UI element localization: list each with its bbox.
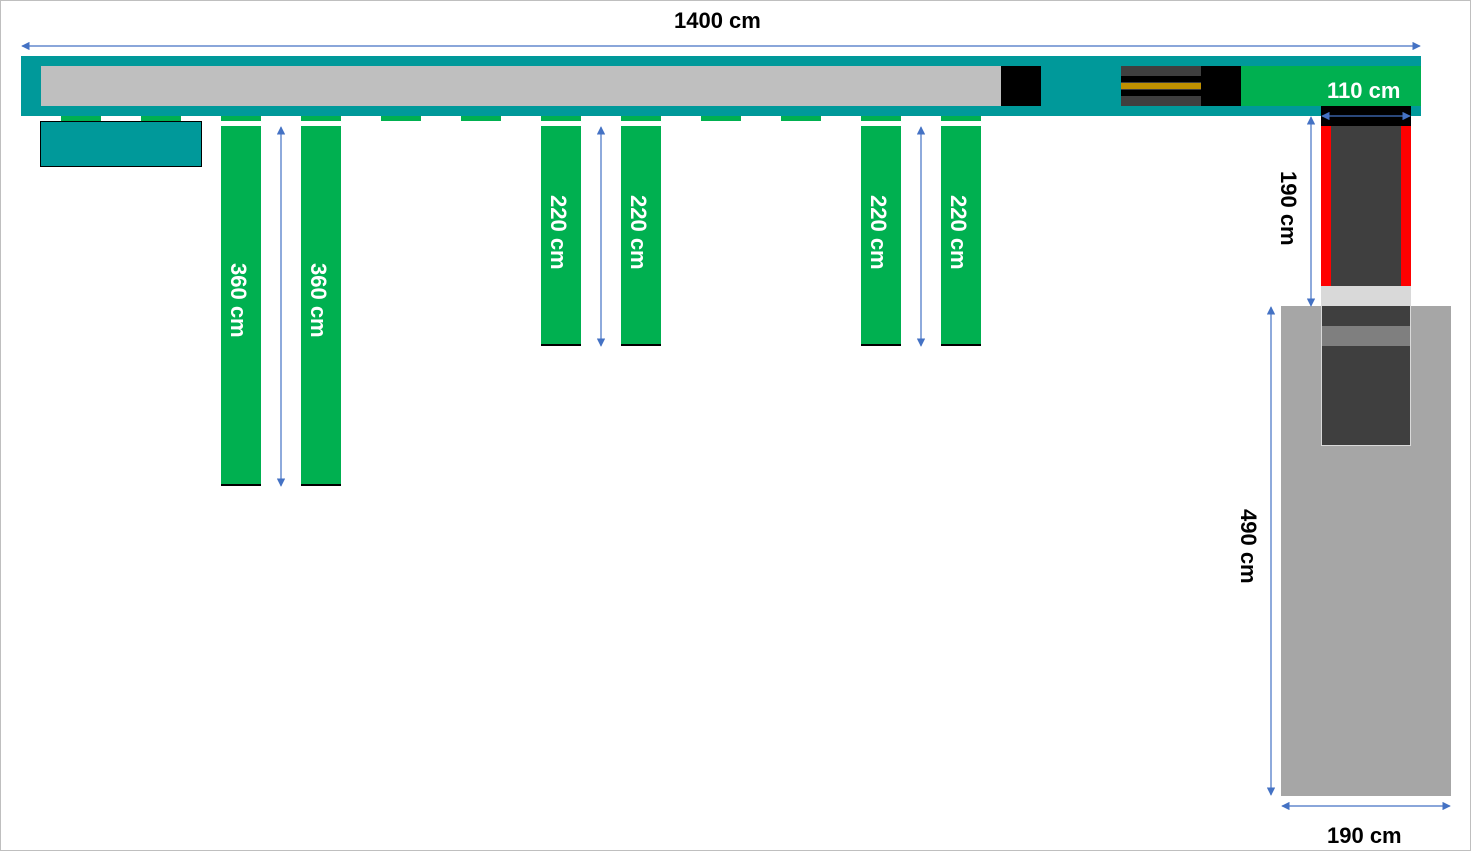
label-platform-length: 490 cm bbox=[1236, 509, 1261, 584]
roller-stripe-black-bottom bbox=[1121, 90, 1201, 96]
roller-stripe-black-top bbox=[1121, 76, 1201, 82]
tab bbox=[141, 116, 181, 121]
tab bbox=[701, 116, 741, 121]
lane-long-2 bbox=[301, 126, 341, 486]
ramp-light-band bbox=[1321, 286, 1411, 306]
ramp-dark-bottom bbox=[1321, 346, 1411, 446]
conveyor-black-block-2 bbox=[1201, 66, 1241, 106]
tab bbox=[781, 116, 821, 121]
tab bbox=[941, 116, 981, 121]
conveyor-black-block bbox=[1001, 66, 1041, 106]
conveyor-belt bbox=[41, 66, 1001, 106]
roller-stripe-gold bbox=[1121, 83, 1201, 89]
label-lane-right-1: 220 cm bbox=[866, 195, 891, 270]
lane-mid-2 bbox=[621, 126, 661, 346]
ramp-dark-lower bbox=[1321, 306, 1411, 326]
tab bbox=[221, 116, 261, 121]
label-platform-width: 190 cm bbox=[1327, 823, 1402, 848]
ramp-red-left bbox=[1321, 126, 1331, 286]
lane-long-1 bbox=[221, 126, 261, 486]
label-ramp-length: 190 cm bbox=[1276, 171, 1301, 246]
label-total-length: 1400 cm bbox=[674, 8, 761, 33]
label-lane-mid-1: 220 cm bbox=[546, 195, 571, 270]
tab bbox=[381, 116, 421, 121]
tab bbox=[461, 116, 501, 121]
tab bbox=[301, 116, 341, 121]
label-lane-mid-2: 220 cm bbox=[626, 195, 651, 270]
ramp-red-right bbox=[1401, 126, 1411, 286]
label-lane-long-2: 360 cm bbox=[306, 263, 331, 338]
label-lane-right-2: 220 cm bbox=[946, 195, 971, 270]
lane-right-1 bbox=[861, 126, 901, 346]
ramp-mid-band bbox=[1321, 326, 1411, 346]
conveyor-end-green bbox=[1241, 66, 1421, 106]
tab bbox=[621, 116, 661, 121]
tab bbox=[861, 116, 901, 121]
lane-right-2 bbox=[941, 126, 981, 346]
label-lane-long-1: 360 cm bbox=[226, 263, 251, 338]
tab bbox=[541, 116, 581, 121]
tab bbox=[61, 116, 101, 121]
teal-side-box bbox=[40, 121, 202, 167]
ramp-dark-body bbox=[1331, 126, 1401, 286]
label-conveyor-width: 110 cm bbox=[1327, 78, 1401, 103]
lane-mid-1 bbox=[541, 126, 581, 346]
